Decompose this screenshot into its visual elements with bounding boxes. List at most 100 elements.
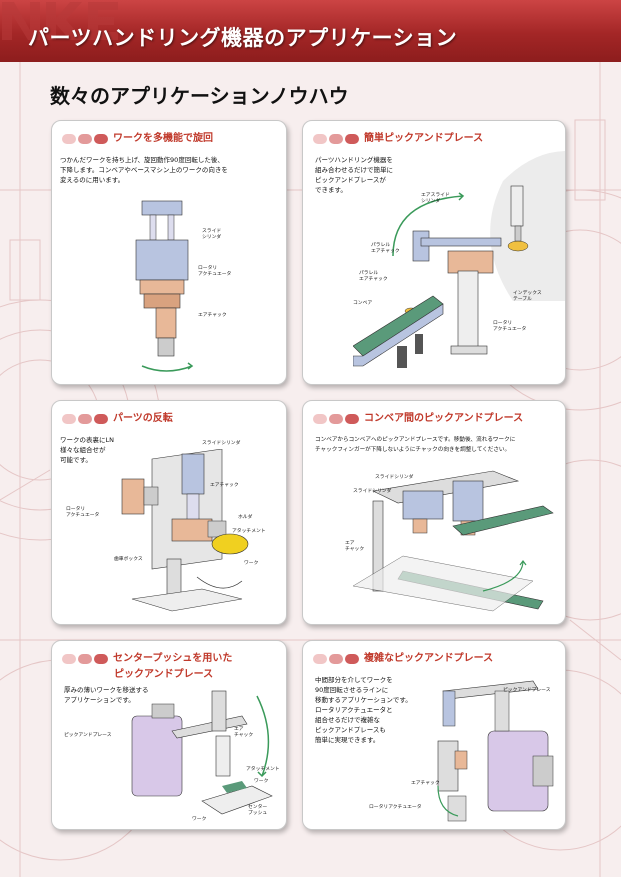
label-attachment: アタッチメント bbox=[246, 767, 280, 772]
index-table-shading bbox=[490, 151, 565, 301]
card-title-line2: ピックアンドプレース bbox=[114, 669, 214, 680]
header-title: パーツハンドリング機器のアプリケーション bbox=[28, 26, 458, 50]
label-rotary-actuator: ロータリ アクチュエータ bbox=[198, 266, 232, 277]
card-header: センタープッシュを用いた bbox=[62, 651, 232, 667]
desc-line: コンベアからコンベアへのピックアンドプレースです。移動後、流れるワークに bbox=[315, 437, 516, 443]
desc-line: アプリケーションです。 bbox=[64, 696, 135, 704]
desc-line: 簡単に実現できます。 bbox=[315, 736, 380, 744]
desc-line: 組み合わせるだけで簡単に bbox=[315, 166, 393, 174]
card-title: コンベア間のピックアンドプレース bbox=[364, 413, 524, 424]
pill-icon bbox=[94, 134, 108, 144]
pill-icon bbox=[78, 414, 92, 424]
desc-line: 移動するアプリケーションです。 bbox=[315, 696, 412, 704]
desc-line: ワークの表裏にLN bbox=[60, 436, 114, 444]
pill-icon bbox=[345, 134, 359, 144]
desc-line: 厚みの薄いワークを移送する bbox=[64, 686, 149, 694]
card-title: 簡単ピックアンドプレース bbox=[364, 133, 484, 144]
card-desc: パーツハンドリング機器を 組み合わせるだけで簡単に ピックアンドプレースが でき… bbox=[315, 155, 393, 195]
label-parallel-chuck-1: パラレル エアチャック bbox=[371, 243, 400, 254]
card-center-push-pick-place: センタープッシュを用いた ピックアンドプレース 厚みの薄いワークを移送する アプ… bbox=[51, 640, 287, 830]
label-slide-cylinder-2: スライドシリンダ bbox=[353, 489, 392, 494]
label-rotary-actuator: ロータリアクチュエータ bbox=[369, 805, 422, 810]
desc-line: つかんだワークを持ち上げ、旋回動作90度回転した後、 bbox=[60, 156, 224, 164]
pill-icon bbox=[62, 134, 76, 144]
label-pick-and-place: ピックアンドプレース bbox=[503, 688, 551, 693]
desc-line: 可能です。 bbox=[60, 456, 92, 464]
label-conveyor: コンベア bbox=[353, 301, 373, 306]
card-header: パーツの反転 bbox=[62, 411, 173, 427]
card-part-flip: パーツの反転 ワークの表裏にLN 様々な組合せが 可能です。 スライドシリンダ … bbox=[51, 400, 287, 625]
card-header: ワークを多機能で旋回 bbox=[62, 131, 213, 147]
desc-line: チャックフィンガーが下降しないようにチャックの向きを調整してください。 bbox=[315, 447, 511, 453]
desc-line: パーツハンドリング機器を bbox=[315, 156, 393, 164]
pill-icon bbox=[345, 414, 359, 424]
desc-line: 組合せるだけで複雑な bbox=[315, 716, 380, 724]
desc-line: 様々な組合せが bbox=[60, 446, 106, 454]
card-title: 複雑なピックアンドプレース bbox=[364, 653, 494, 664]
pill-icon bbox=[62, 654, 76, 664]
desc-line: ロータリアクチュエータと bbox=[315, 706, 393, 714]
pill-icon bbox=[329, 414, 343, 424]
label-air-chuck: エアチャック bbox=[210, 483, 239, 488]
label-attachment: アタッチメント bbox=[232, 529, 266, 534]
label-gear-box: 歯車ボックス bbox=[114, 557, 143, 562]
card-complex-pick-place: 複雑なピックアンドプレース 中間部分を介してワークを 90度回転させるラインに … bbox=[302, 640, 566, 830]
desc-line: 90度回転させるラインに bbox=[315, 686, 389, 694]
card-simple-pick-place: 簡単ピックアンドプレース パーツハンドリング機器を 組み合わせるだけで簡単に ピ… bbox=[302, 120, 566, 385]
label-air-chuck: エア チャック bbox=[345, 541, 365, 552]
label-air-chuck: エアチャック bbox=[411, 781, 440, 786]
desc-line: できます。 bbox=[315, 186, 347, 194]
card-rotate-work: ワークを多機能で旋回 つかんだワークを持ち上げ、旋回動作90度回転した後、 下降… bbox=[51, 120, 287, 385]
label-air-slide: エアスライド シリンダ bbox=[421, 193, 450, 204]
flip-machine-illustration bbox=[121, 449, 249, 612]
label-rotary-actuator: ロータリ アクチュエータ bbox=[493, 321, 527, 332]
label-pick-and-place: ピックアンドプレース bbox=[64, 733, 112, 738]
card-conveyor-pick-place: コンベア間のピックアンドプレース コンベアからコンベアへのピックアンドプレースで… bbox=[302, 400, 566, 625]
desc-line: 中間部分を介してワークを bbox=[315, 676, 393, 684]
card-desc: つかんだワークを持ち上げ、旋回動作90度回転した後、 下降します。コンベアやベー… bbox=[60, 155, 228, 185]
pill-icon bbox=[78, 134, 92, 144]
pill-icon bbox=[94, 654, 108, 664]
desc-line: ピックアンドプレースが bbox=[315, 176, 386, 184]
pill-icon bbox=[94, 414, 108, 424]
label-rotary-actuator: ロータリ アクチュエータ bbox=[66, 507, 100, 518]
pill-icon bbox=[313, 414, 327, 424]
pill-icon bbox=[329, 654, 343, 664]
card-desc: コンベアからコンベアへのピックアンドプレースです。移動後、流れるワークに チャッ… bbox=[315, 435, 515, 455]
card-title: センタープッシュを用いた bbox=[113, 653, 233, 664]
card-desc: 厚みの薄いワークを移送する アプリケーションです。 bbox=[64, 685, 149, 705]
conveyor-pick-place-illustration bbox=[352, 470, 554, 612]
label-holder: ホルダ bbox=[238, 515, 253, 520]
card-title: ワークを多機能で旋回 bbox=[113, 133, 213, 144]
label-slide-cylinder-1: スライドシリンダ bbox=[375, 475, 414, 480]
card-header: コンベア間のピックアンドプレース bbox=[313, 411, 523, 427]
card-desc: 中間部分を介してワークを 90度回転させるラインに 移動するアプリケーションです… bbox=[315, 675, 412, 745]
desc-line: 変えるのに用います。 bbox=[60, 176, 125, 184]
label-work: ワーク bbox=[244, 561, 259, 566]
label-index-table: インデックス テーブル bbox=[513, 291, 542, 302]
label-slide-cylinder: スライドシリンダ bbox=[202, 441, 241, 446]
card-header: 簡単ピックアンドプレース bbox=[313, 131, 483, 147]
desc-line: 下降します。コンベアやベースマシン上のワークの向きを bbox=[60, 166, 228, 174]
nke-logo-icon bbox=[2, 2, 118, 40]
label-work-2: ワーク bbox=[192, 817, 207, 822]
card-header: 複雑なピックアンドプレース bbox=[313, 651, 493, 667]
center-push-illustration bbox=[131, 690, 273, 815]
label-air-chuck: エアチャック bbox=[198, 313, 227, 318]
section-title: 数々のアプリケーションノウハウ bbox=[50, 84, 349, 108]
desc-line: ピックアンドプレースも bbox=[315, 726, 386, 734]
header-bar: パーツハンドリング機器のアプリケーション bbox=[0, 0, 621, 62]
card-desc: ワークの表裏にLN 様々な組合せが 可能です。 bbox=[60, 435, 114, 465]
pill-icon bbox=[345, 654, 359, 664]
pill-icon bbox=[313, 654, 327, 664]
label-parallel-chuck-2: パラレル エアチャック bbox=[359, 271, 388, 282]
label-air-chuck: エア チャック bbox=[234, 727, 254, 738]
label-work-1: ワーク bbox=[254, 779, 269, 784]
pill-icon bbox=[329, 134, 343, 144]
pill-icon bbox=[313, 134, 327, 144]
pill-icon bbox=[78, 654, 92, 664]
card-title: パーツの反転 bbox=[113, 413, 173, 424]
label-slide-cylinder: スライド シリンダ bbox=[202, 229, 222, 240]
pick-place-illustration bbox=[353, 185, 529, 368]
